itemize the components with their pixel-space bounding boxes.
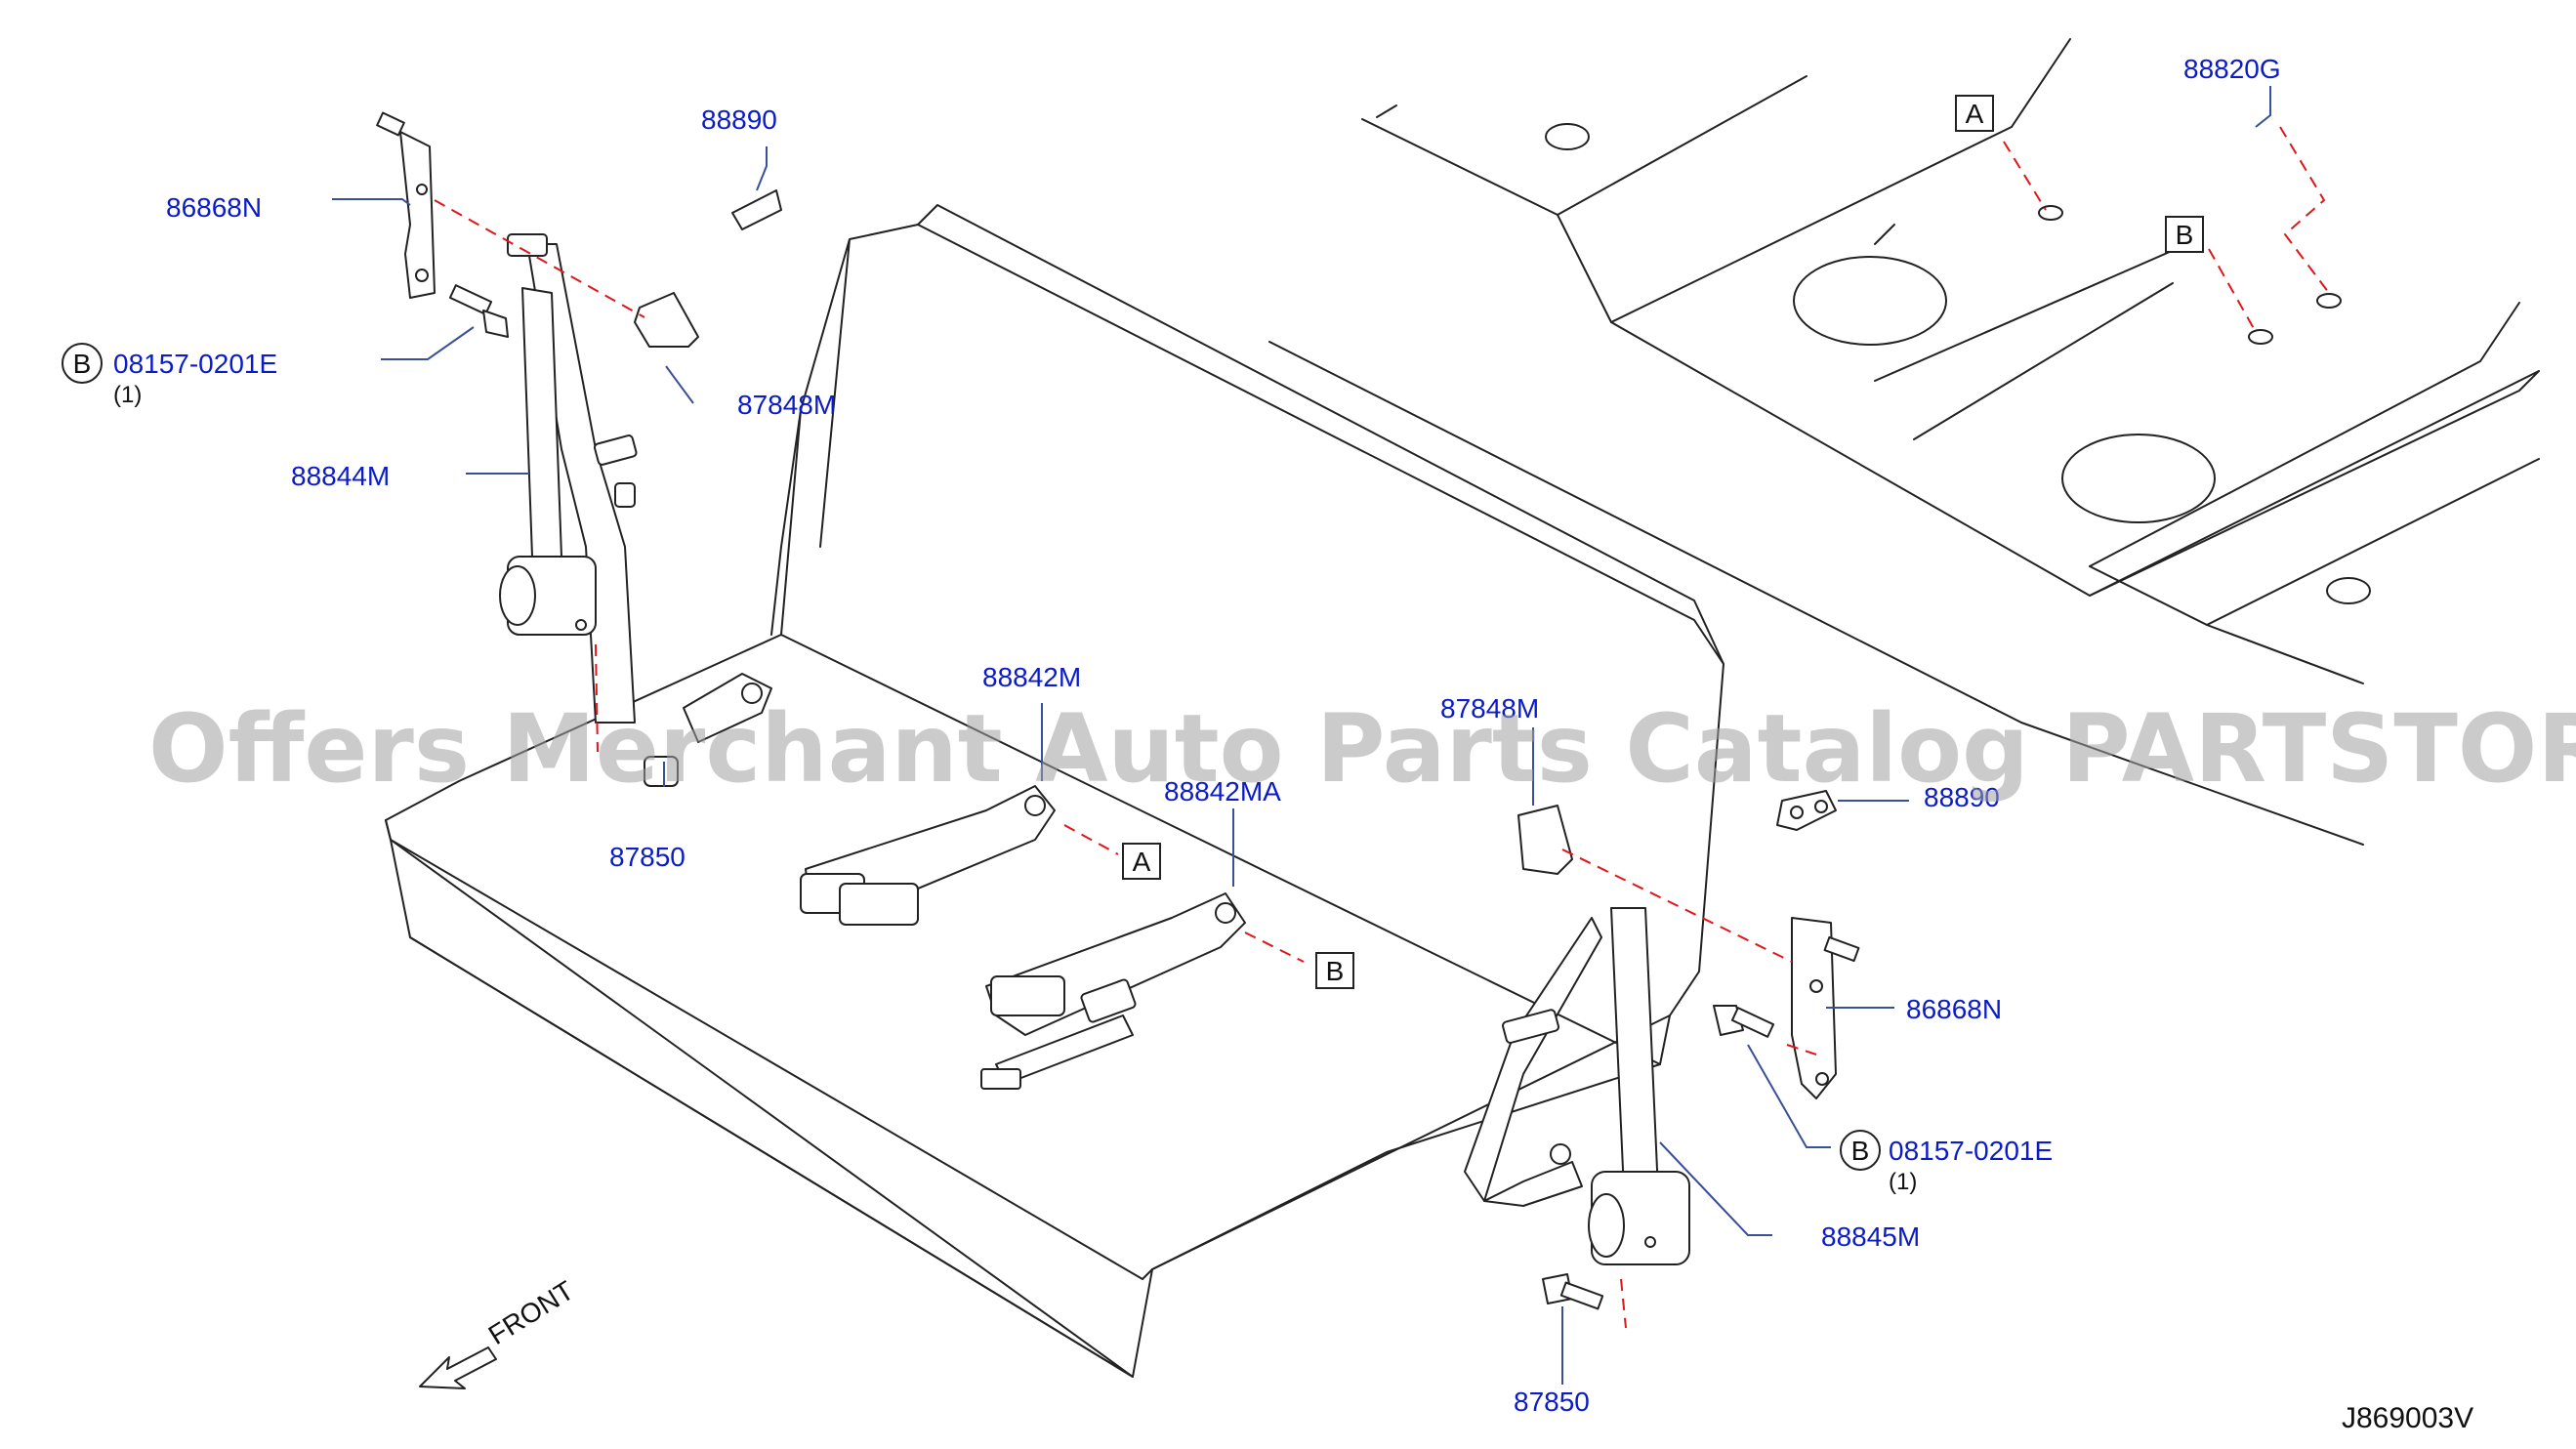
assembly-dash-lines: [434, 126, 2330, 1329]
callout-08157-right-qty: (1): [1889, 1169, 1917, 1195]
ref-box-a-top: A: [1955, 95, 1994, 132]
front-label: FRONT: [483, 1275, 579, 1350]
callout-87848m-right[interactable]: 87848M: [1440, 693, 1539, 724]
watermark: Offers Merchant Auto Parts Catalog PARTS…: [148, 694, 2576, 804]
callout-88842m[interactable]: 88842M: [982, 662, 1081, 692]
callout-88890-right[interactable]: 88890: [1924, 782, 2000, 812]
callout-08157-right[interactable]: 08157-0201E: [1889, 1136, 2053, 1166]
callout-88842ma[interactable]: 88842MA: [1164, 776, 1281, 807]
callout-88820g[interactable]: 88820G: [2183, 54, 2281, 84]
callout-08157-left[interactable]: 08157-0201E: [113, 349, 277, 379]
svg-text:A: A: [1133, 847, 1151, 877]
bolt-left-icon: [448, 284, 509, 338]
svg-text:B: B: [73, 349, 92, 379]
diagram-code: J869003V: [2342, 1402, 2473, 1434]
callout-87848m-left[interactable]: 87848M: [737, 390, 836, 420]
right-belt-assembly: [1464, 790, 1860, 1310]
bolt-87850-left-icon: [644, 756, 679, 787]
ref-box-b-mid: B: [1315, 952, 1354, 989]
callout-87850-right[interactable]: 87850: [1514, 1387, 1590, 1417]
center-buckles: [800, 785, 1246, 1090]
svg-text:A: A: [1966, 99, 1984, 129]
svg-text:B: B: [2176, 220, 2194, 250]
floor-panel: [1268, 38, 2540, 846]
seat-cushion: [385, 204, 1724, 1378]
svg-text:B: B: [1326, 956, 1345, 986]
svg-text:B: B: [1851, 1136, 1870, 1166]
ref-circle-b-right: B: [1840, 1130, 1881, 1171]
callout-87850-left[interactable]: 87850: [609, 842, 686, 872]
leader-lines: [332, 86, 2271, 1385]
bolt-87850-right-icon: [1542, 1273, 1604, 1310]
callout-08157-left-qty: (1): [113, 382, 142, 408]
callout-88844m[interactable]: 88844M: [291, 461, 390, 491]
front-arrow-icon: [419, 1346, 497, 1389]
callout-86868n-right[interactable]: 86868N: [1906, 994, 2002, 1024]
ref-box-a-mid: A: [1122, 843, 1161, 880]
ref-box-b-top: B: [2165, 216, 2204, 253]
callout-86868n-left[interactable]: 86868N: [166, 192, 262, 223]
ref-circle-b-left: B: [62, 343, 103, 384]
callout-88845m[interactable]: 88845M: [1821, 1221, 1920, 1252]
left-belt-assembly: [376, 111, 782, 787]
callout-88890-top[interactable]: 88890: [701, 104, 777, 135]
bolt-right-icon: [1713, 1005, 1775, 1038]
